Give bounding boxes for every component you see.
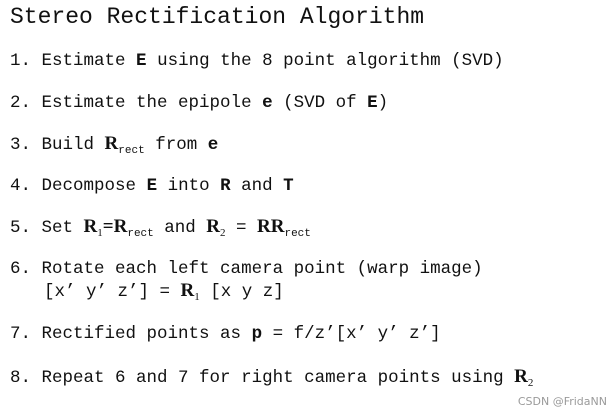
bold-symbol: E bbox=[367, 93, 378, 113]
step-number: 4. bbox=[10, 176, 32, 196]
bold-symbol: p bbox=[251, 324, 263, 344]
page-title: Stereo Rectification Algorithm bbox=[10, 4, 425, 30]
bold-symbol: E bbox=[136, 51, 147, 71]
bold-symbol: T bbox=[283, 176, 294, 196]
rotation-symbol: R bbox=[104, 133, 119, 154]
step-8: 8. Repeat 6 and 7 for right camera point… bbox=[10, 366, 534, 389]
step-6-continuation: [x’ y’ z’] = R1 [x y z] bbox=[44, 280, 284, 303]
step-number: 8. bbox=[10, 368, 32, 388]
subscript: rect bbox=[118, 145, 145, 157]
watermark: CSDN @FridaNN bbox=[517, 395, 607, 408]
step-number: 5. bbox=[10, 218, 32, 238]
step-2: 2. Estimate the epipole e (SVD of E) bbox=[10, 93, 389, 113]
bold-symbol: e bbox=[207, 135, 219, 155]
step-4: 4. Decompose E into R and T bbox=[10, 176, 294, 196]
step-3: 3. Build Rrect from e bbox=[10, 133, 219, 157]
step-6: 6. Rotate each left camera point (warp i… bbox=[10, 258, 483, 308]
bold-symbol: E bbox=[146, 176, 158, 196]
step-number: 6. bbox=[10, 259, 32, 279]
step-number: 1. bbox=[10, 51, 32, 71]
step-1: 1. Estimate E using the 8 point algorith… bbox=[10, 51, 504, 71]
step-number: 7. bbox=[10, 324, 32, 344]
bold-symbol: R bbox=[220, 176, 231, 196]
step-5: 5. Set R1=Rrect and R2 = RRrect bbox=[10, 216, 311, 240]
step-number: 3. bbox=[10, 135, 32, 155]
step-number: 2. bbox=[10, 93, 32, 113]
step-7: 7. Rectified points as p = f/z’[x’ y’ z’… bbox=[10, 324, 441, 344]
bold-symbol: e bbox=[262, 93, 273, 113]
